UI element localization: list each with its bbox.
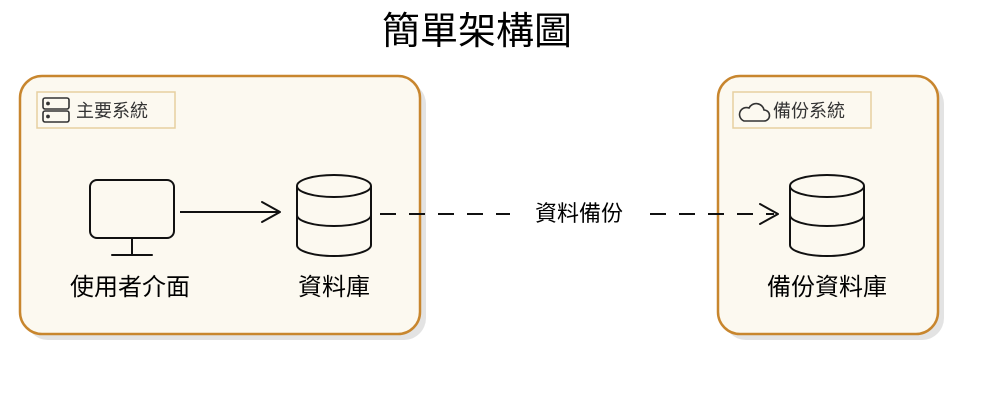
node-backup-database-label: 備份資料庫 [767, 273, 887, 301]
group-backup-tag [732, 91, 872, 129]
group-backup-box [716, 74, 940, 336]
database-icon [789, 174, 865, 257]
group-backup-label: 備份系統 [773, 101, 845, 122]
edge-database-to-backup [380, 203, 779, 225]
group-backup-system: 備份系統 [716, 74, 944, 340]
group-primary-label: 主要系統 [76, 101, 148, 122]
diagram-title: 簡單架構圖 [382, 9, 572, 53]
server-icon [42, 97, 70, 123]
edge-label-data-backup: 資料備份 [535, 202, 623, 227]
edge-ui-to-database [180, 201, 281, 223]
monitor-icon [89, 179, 175, 256]
node-user-interface-label: 使用者介面 [70, 273, 190, 301]
node-database: 資料庫 [296, 174, 372, 301]
group-primary-box [18, 74, 422, 336]
node-backup-database: 備份資料庫 [767, 174, 887, 301]
node-database-label: 資料庫 [298, 273, 370, 301]
node-user-interface: 使用者介面 [70, 179, 190, 301]
cloud-icon [738, 102, 771, 122]
database-icon [296, 174, 372, 257]
